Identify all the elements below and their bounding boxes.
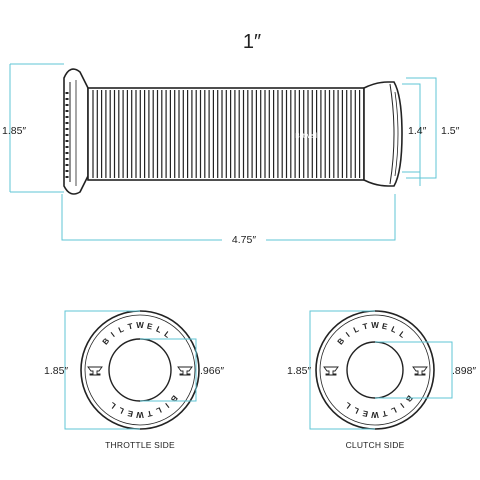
brand-letter: L	[117, 325, 125, 335]
brand-letter: W	[371, 410, 379, 419]
brand-letter: L	[352, 325, 360, 335]
brand-letter: L	[343, 400, 352, 410]
dimension-overall-diameter: 1.85″	[2, 63, 64, 193]
throttle-anvil-logo-left	[87, 366, 103, 376]
knurl-dot	[65, 158, 69, 160]
brand-letter: T	[381, 409, 388, 419]
dimension-length: 4.75″	[61, 194, 396, 246]
brand-letter: I	[163, 401, 170, 410]
clutch-bore-diameter-label: .898″	[452, 365, 476, 377]
clutch-anvil-logo-right	[412, 366, 428, 376]
brand-letter: E	[126, 408, 134, 418]
grip-watermark: Biltwell	[295, 133, 317, 140]
throttle-bore-diameter-label: .966″	[200, 365, 224, 377]
grip-end-cap	[363, 81, 403, 187]
brand-letter: L	[155, 405, 163, 415]
knurl-dot	[65, 176, 69, 178]
length-label: 4.75″	[232, 234, 256, 246]
dimension-inner-diameter: 1.4″	[402, 83, 427, 186]
brand-letter: W	[136, 410, 144, 419]
grip-side-view: Biltwell	[63, 68, 403, 195]
end-diameter-label: 1.5″	[441, 125, 460, 137]
brand-letter: L	[390, 405, 398, 415]
brand-letter: B	[169, 393, 180, 403]
brand-letter: I	[109, 330, 116, 339]
knurl-dot	[65, 140, 69, 142]
brand-letter: B	[404, 393, 415, 403]
brand-letter: I	[344, 330, 351, 339]
knurl-dot	[65, 104, 69, 106]
clutch-anvil-logo-left	[323, 366, 339, 376]
brand-letter: L	[155, 325, 163, 335]
throttle-side-caption: THROTTLE SIDE	[105, 440, 175, 450]
knurl-dot	[65, 164, 69, 166]
brand-letter: L	[117, 405, 125, 415]
brand-letter: W	[136, 321, 144, 330]
knurl-dot	[65, 92, 69, 94]
throttle-outer-diameter-label: 1.85″	[44, 365, 68, 377]
knurl-dot	[65, 98, 69, 100]
throttle-anvil-logo-right	[177, 366, 193, 376]
knurl-dot	[65, 170, 69, 172]
clutch-bore	[346, 341, 404, 399]
diagram-title: 1″	[243, 31, 261, 53]
inner-diameter-label: 1.4″	[408, 125, 427, 137]
brand-letter: W	[371, 321, 379, 330]
knurl-dot	[65, 152, 69, 154]
dimension-end-diameter: 1.5″	[406, 77, 460, 179]
brand-letter: L	[352, 405, 360, 415]
clutch-outer-diameter-label: 1.85″	[287, 365, 311, 377]
knurl-dot	[65, 134, 69, 136]
brand-letter: E	[146, 322, 154, 332]
overall-diameter-label: 1.85″	[2, 125, 26, 137]
knurl-dot	[65, 128, 69, 130]
grip-ribs	[92, 90, 361, 178]
knurl-dot	[65, 146, 69, 148]
brand-letter: B	[336, 336, 347, 346]
throttle-bore	[108, 338, 172, 402]
brand-letter: L	[162, 330, 171, 340]
brand-letter: E	[361, 408, 369, 418]
brand-letter: B	[101, 336, 112, 346]
brand-letter: L	[397, 330, 406, 340]
brand-letter: E	[381, 322, 389, 332]
flange-knurl-pattern	[65, 92, 69, 178]
brand-letter: L	[108, 400, 117, 410]
brand-letter: I	[398, 401, 405, 410]
knurl-dot	[65, 116, 69, 118]
clutch-side-caption: CLUTCH SIDE	[346, 440, 405, 450]
brand-letter: T	[362, 322, 369, 332]
knurl-dot	[65, 122, 69, 124]
brand-letter: T	[127, 322, 134, 332]
brand-letter: T	[146, 409, 153, 419]
knurl-dot	[65, 110, 69, 112]
brand-letter: L	[390, 325, 398, 335]
